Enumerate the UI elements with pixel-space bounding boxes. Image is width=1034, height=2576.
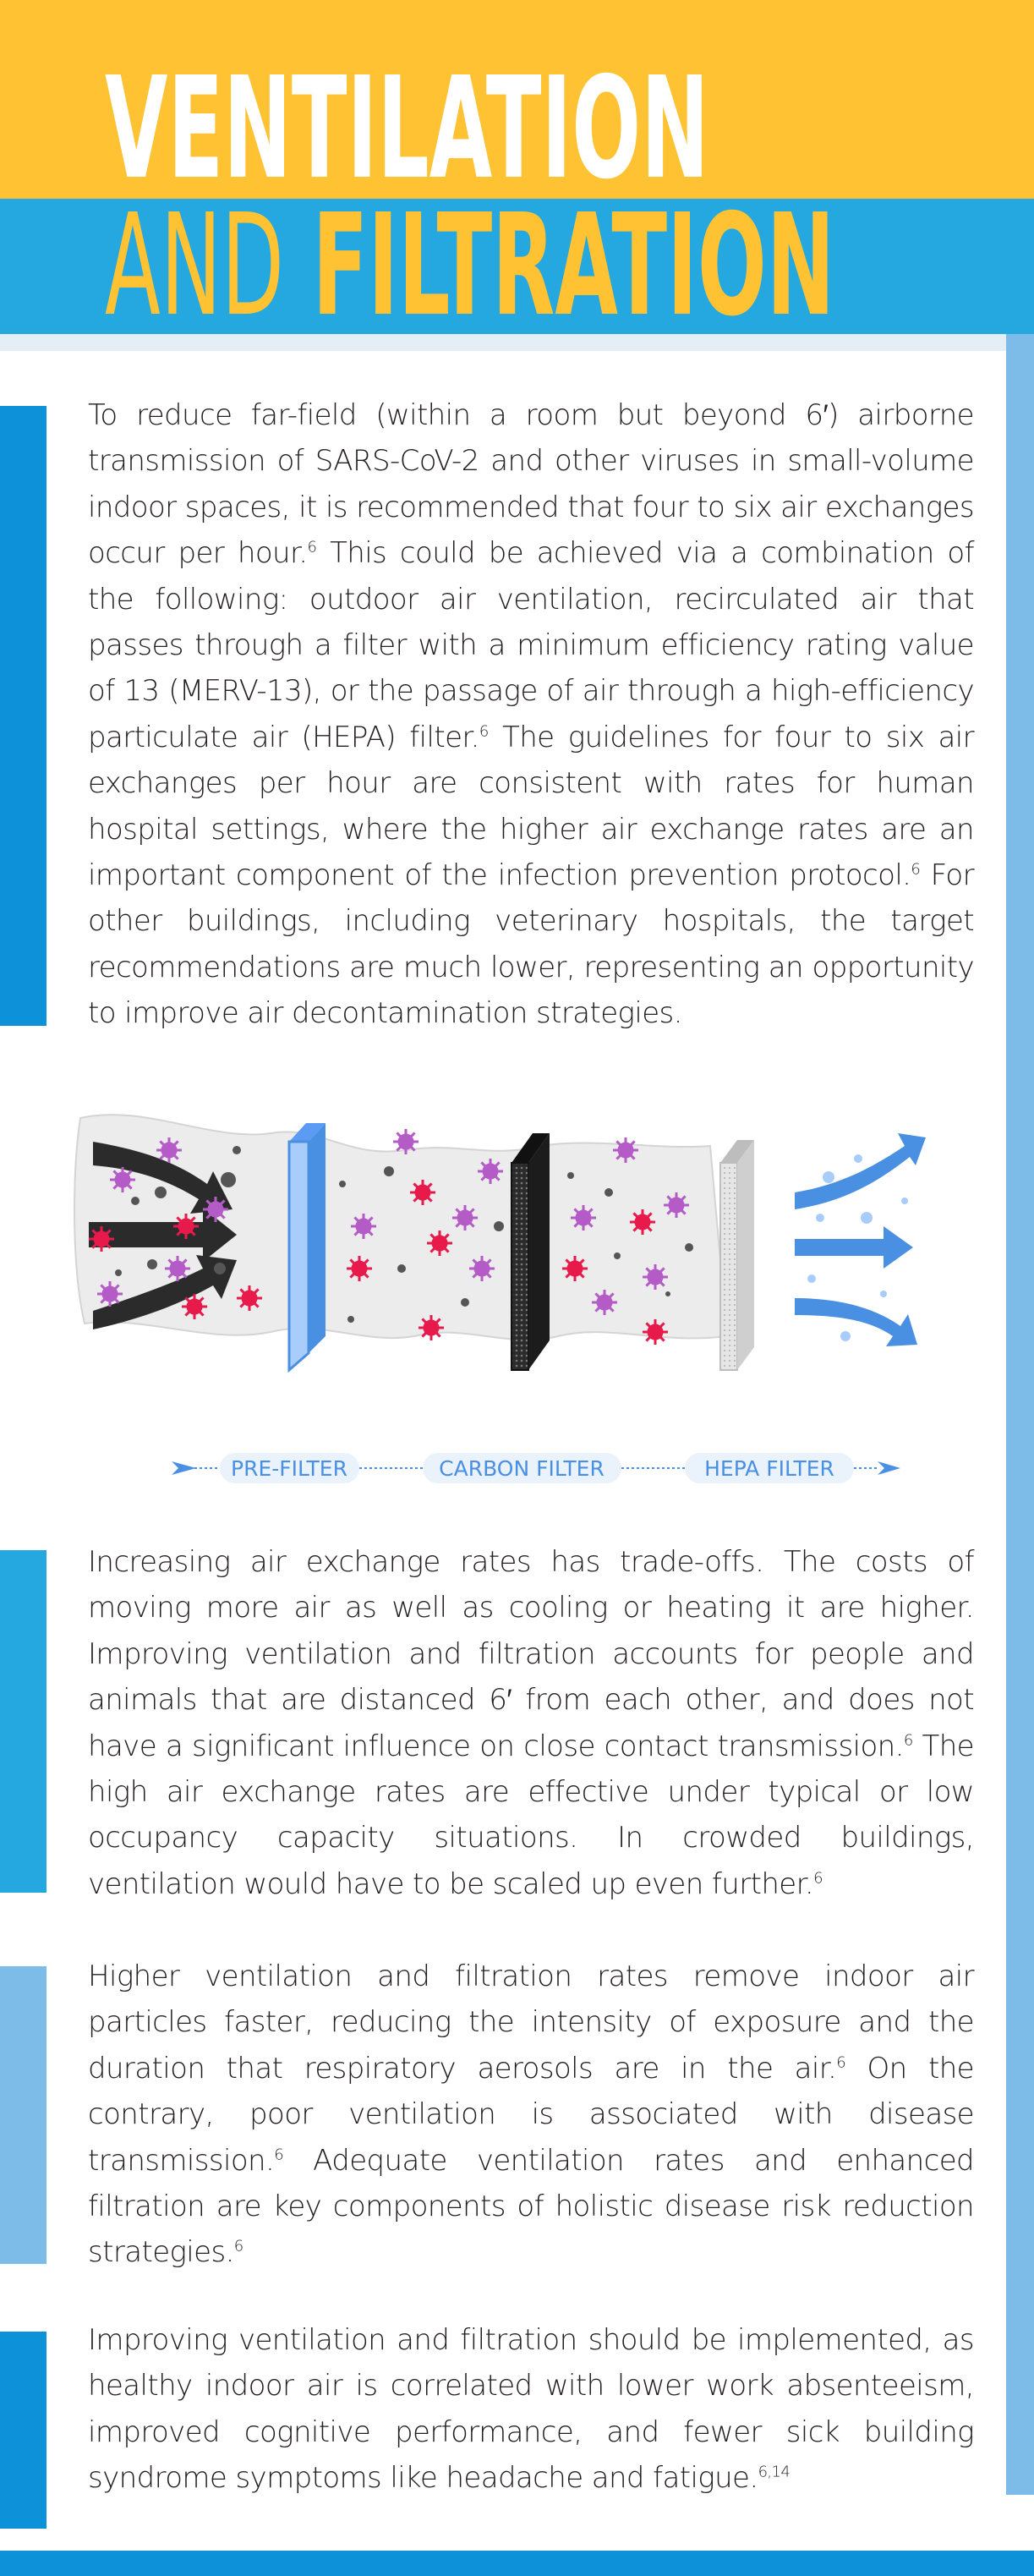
citation-ref: 6 bbox=[836, 2053, 846, 2072]
filtration-diagram-svg: PRE-FILTER CARBON FILTER HEPA FILTER bbox=[74, 1114, 926, 1483]
dust-particle-icon bbox=[339, 1166, 504, 1323]
citation-ref: 6 bbox=[307, 538, 317, 556]
hepa-filter-label-pill bbox=[685, 1453, 854, 1483]
right-accent-bar bbox=[1006, 334, 1034, 2495]
citation-ref: 6 bbox=[233, 2238, 243, 2256]
frame-bottom-cap bbox=[0, 2529, 1034, 2551]
page-title-line1: VENTILATION bbox=[105, 47, 709, 211]
paragraph-text: The high air exchange rates are effectiv… bbox=[88, 1729, 975, 1901]
carbon-filter-label-pill bbox=[423, 1453, 621, 1483]
paragraph-text: The guidelines for four to six air excha… bbox=[88, 720, 975, 893]
page-title-and: AND bbox=[105, 184, 285, 348]
paragraph-text: Adequate ventilation rates and enhanced … bbox=[88, 2143, 975, 2270]
paragraph-2: Increasing air exchange rates has trade-… bbox=[88, 1539, 975, 1907]
page-title-filtration: FILTRATION bbox=[312, 184, 835, 348]
dust-particle-icon bbox=[115, 1146, 241, 1276]
header-blue-band bbox=[0, 199, 1034, 334]
paragraph-text: This could be achieved via a combination… bbox=[88, 536, 975, 754]
pre-filter-panel bbox=[287, 1123, 326, 1373]
filtration-diagram: PRE-FILTER CARBON FILTER HEPA FILTER bbox=[68, 1099, 947, 1488]
paragraph-4: Improving ventilation and filtration sho… bbox=[88, 2317, 975, 2502]
paragraph-text: Increasing air exchange rates has trade-… bbox=[88, 1545, 975, 1763]
paragraph-3-accent-bar bbox=[0, 1966, 47, 2264]
dust-particle-icon bbox=[567, 1172, 693, 1296]
frame-top-border bbox=[0, 334, 1034, 351]
carbon-filter-panel bbox=[511, 1133, 550, 1371]
bottom-accent-bar bbox=[0, 2551, 1034, 2576]
pre-filter-label-pill bbox=[220, 1453, 359, 1483]
citation-ref: 6 bbox=[274, 2146, 284, 2164]
citation-ref: 6,14 bbox=[758, 2463, 791, 2481]
citation-ref: 6 bbox=[911, 860, 921, 879]
paragraph-1: To reduce far-field (within a room but b… bbox=[88, 392, 975, 1037]
citation-ref: 6 bbox=[479, 722, 489, 741]
paragraph-text: Higher ventilation and filtration rates … bbox=[88, 1959, 975, 2085]
paragraph-4-accent-bar bbox=[0, 2332, 47, 2529]
hepa-filter-panel bbox=[719, 1140, 754, 1371]
hepa-filter-label: HEPA FILTER bbox=[704, 1456, 834, 1481]
pre-filter-label: PRE-FILTER bbox=[231, 1456, 347, 1481]
air-flow-arrow-icon bbox=[89, 1142, 237, 1329]
citation-ref: 6 bbox=[813, 1869, 823, 1888]
header-yellow-band bbox=[0, 0, 1034, 199]
paragraph-text: For other buildings, including veterinar… bbox=[88, 858, 975, 1031]
carbon-filter-label: CARBON FILTER bbox=[439, 1456, 605, 1481]
paragraph-text: Improving ventilation and filtration sho… bbox=[88, 2323, 975, 2496]
polluted-air-cloud bbox=[74, 1114, 729, 1341]
filter-sequence-line bbox=[172, 1461, 900, 1475]
paragraph-2-accent-bar bbox=[0, 1550, 47, 1893]
paragraph-3: Higher ventilation and filtration rates … bbox=[88, 1954, 975, 2276]
paragraph-1-accent-bar bbox=[0, 406, 47, 1026]
paragraph-text: To reduce far-field (within a room but b… bbox=[88, 398, 975, 571]
clean-air-arrow-icon bbox=[795, 1133, 926, 1346]
paragraph-text: On the contrary, poor ventilation is ass… bbox=[88, 2051, 975, 2178]
page-title-line2: AND FILTRATION bbox=[105, 196, 834, 337]
citation-ref: 6 bbox=[903, 1731, 913, 1750]
